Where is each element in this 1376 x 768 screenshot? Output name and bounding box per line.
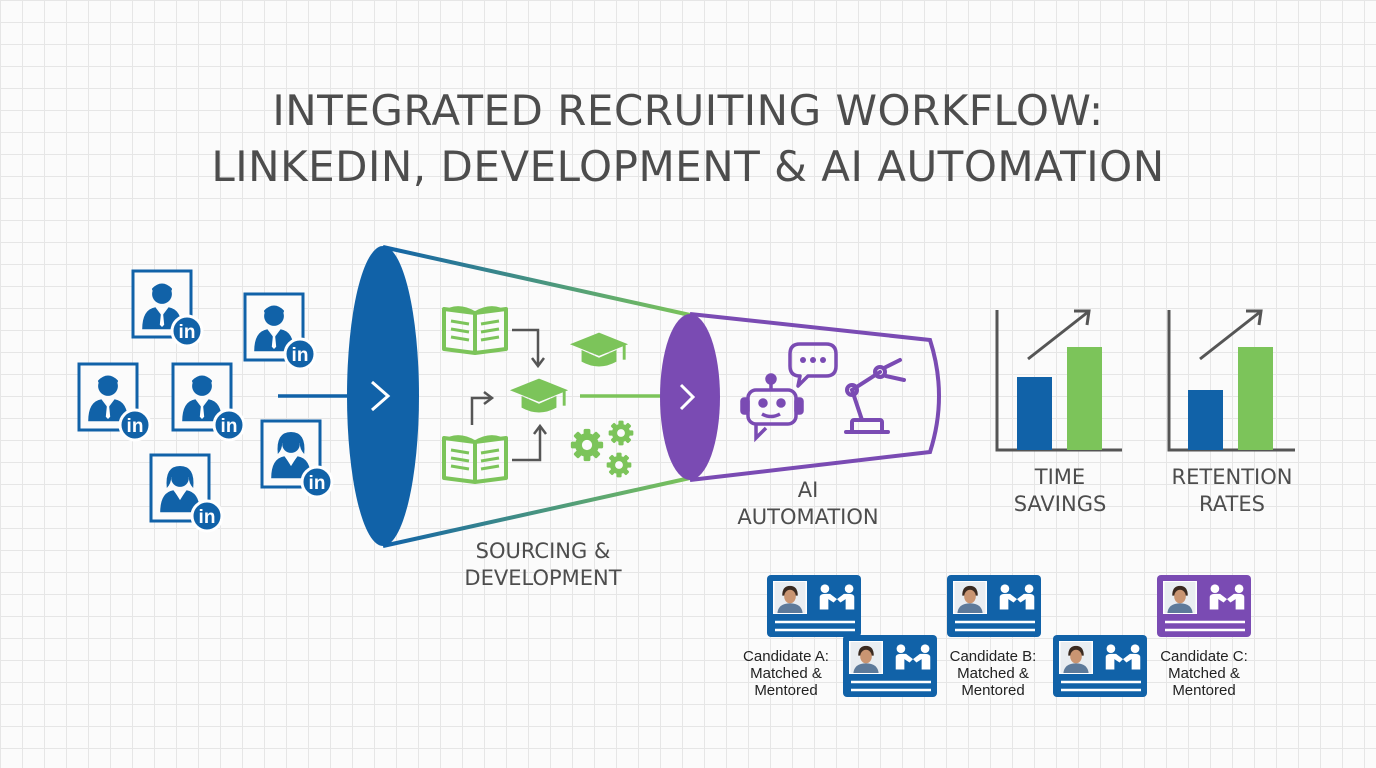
trend-arrow-icon — [1199, 309, 1263, 361]
avatar — [774, 582, 806, 613]
linkedin-profile-card-1: in — [131, 269, 204, 348]
retention-rates-label: RETENTION RATES — [1152, 464, 1312, 518]
linkedin-icon: in — [283, 337, 317, 371]
robot-arm-icon — [844, 358, 906, 434]
linkedin-icon: in — [170, 314, 204, 348]
linkedin-profile-card-2: in — [243, 292, 317, 371]
candidate-match-card — [1053, 635, 1147, 697]
linkedin-icon: in — [190, 499, 224, 533]
candidate-match-card — [947, 575, 1041, 637]
title-line-1: INTEGRATED RECRUITING WORKFLOW: — [272, 86, 1104, 135]
avatar — [1060, 642, 1092, 673]
chat-bubble-icon — [788, 342, 838, 388]
book-icon — [442, 305, 508, 355]
linkedin-profile-card-6: in — [149, 453, 224, 533]
time-savings-bar-2 — [1067, 347, 1102, 450]
avatar — [850, 642, 882, 673]
linkedin-badge-text: in — [127, 416, 144, 437]
graduation-cap-icon — [568, 331, 630, 368]
linkedin-badge-text: in — [221, 416, 238, 437]
candidate-match-card — [1157, 575, 1251, 637]
linkedin-icon: in — [118, 408, 152, 442]
book-icon — [442, 434, 508, 484]
time-savings-chart — [995, 309, 1122, 452]
retention-rates-line-2: RATES — [1199, 492, 1265, 516]
candidate-a-status-1: Matched & — [750, 665, 822, 682]
avatar — [1164, 582, 1196, 613]
time-savings-label: TIME SAVINGS — [990, 464, 1130, 518]
linkedin-profile-card-5: in — [260, 419, 334, 499]
candidate-b-status-2: Mentored — [961, 682, 1025, 699]
gear-icon — [608, 420, 634, 446]
ai-automation-tube — [660, 312, 941, 482]
sourcing-funnel — [347, 245, 691, 548]
linkedin-profile-card-3: in — [77, 362, 152, 442]
linkedin-profile-card-4: in — [171, 362, 246, 442]
flow-arrows — [470, 328, 547, 462]
ai-label-line-2: AUTOMATION — [737, 505, 879, 529]
ai-label-line-1: AI — [797, 478, 819, 502]
candidate-c-caption: Candidate C: Matched & Mentored — [1149, 648, 1259, 699]
graduation-cap-icon — [508, 377, 570, 414]
candidate-a-caption: Candidate A: Matched & Mentored — [731, 648, 841, 699]
linkedin-badge-text: in — [179, 322, 196, 343]
candidate-a-name: Candidate A: — [743, 648, 829, 665]
retention-rates-bar-2 — [1238, 347, 1273, 450]
candidate-match-card — [843, 635, 937, 697]
candidate-c-status-1: Matched & — [1168, 665, 1240, 682]
candidate-c-name: Candidate C: — [1160, 648, 1248, 665]
linkedin-badge-text: in — [309, 473, 326, 494]
candidate-c-status-2: Mentored — [1172, 682, 1236, 699]
sourcing-label-line-2: DEVELOPMENT — [464, 566, 622, 590]
sourcing-development-label: SOURCING & DEVELOPMENT — [430, 538, 656, 592]
sourcing-label-line-1: SOURCING & — [475, 539, 611, 563]
linkedin-icon: in — [300, 465, 334, 499]
candidate-b-caption: Candidate B: Matched & Mentored — [938, 648, 1048, 699]
retention-rates-bar-1 — [1188, 390, 1223, 450]
time-savings-line-2: SAVINGS — [1013, 492, 1107, 516]
retention-rates-line-1: RETENTION — [1171, 465, 1293, 489]
candidate-b-name: Candidate B: — [949, 648, 1037, 665]
gear-icon — [570, 428, 604, 462]
time-savings-line-1: TIME — [1034, 465, 1086, 489]
retention-rates-chart — [1167, 309, 1295, 452]
candidate-b-status-1: Matched & — [957, 665, 1029, 682]
linkedin-icon: in — [212, 408, 246, 442]
candidate-match-card — [767, 575, 861, 637]
title-line-2: LINKEDIN, DEVELOPMENT & AI AUTOMATION — [211, 142, 1165, 191]
robot-icon — [740, 373, 804, 443]
linkedin-badge-text: in — [199, 507, 216, 528]
ai-automation-label: AI AUTOMATION — [720, 477, 896, 531]
candidate-a-status-2: Mentored — [754, 682, 818, 699]
time-savings-bar-1 — [1017, 377, 1052, 450]
trend-arrow-icon — [1027, 309, 1091, 361]
gear-icon — [606, 452, 632, 478]
avatar — [954, 582, 986, 613]
linkedin-badge-text: in — [292, 345, 309, 366]
